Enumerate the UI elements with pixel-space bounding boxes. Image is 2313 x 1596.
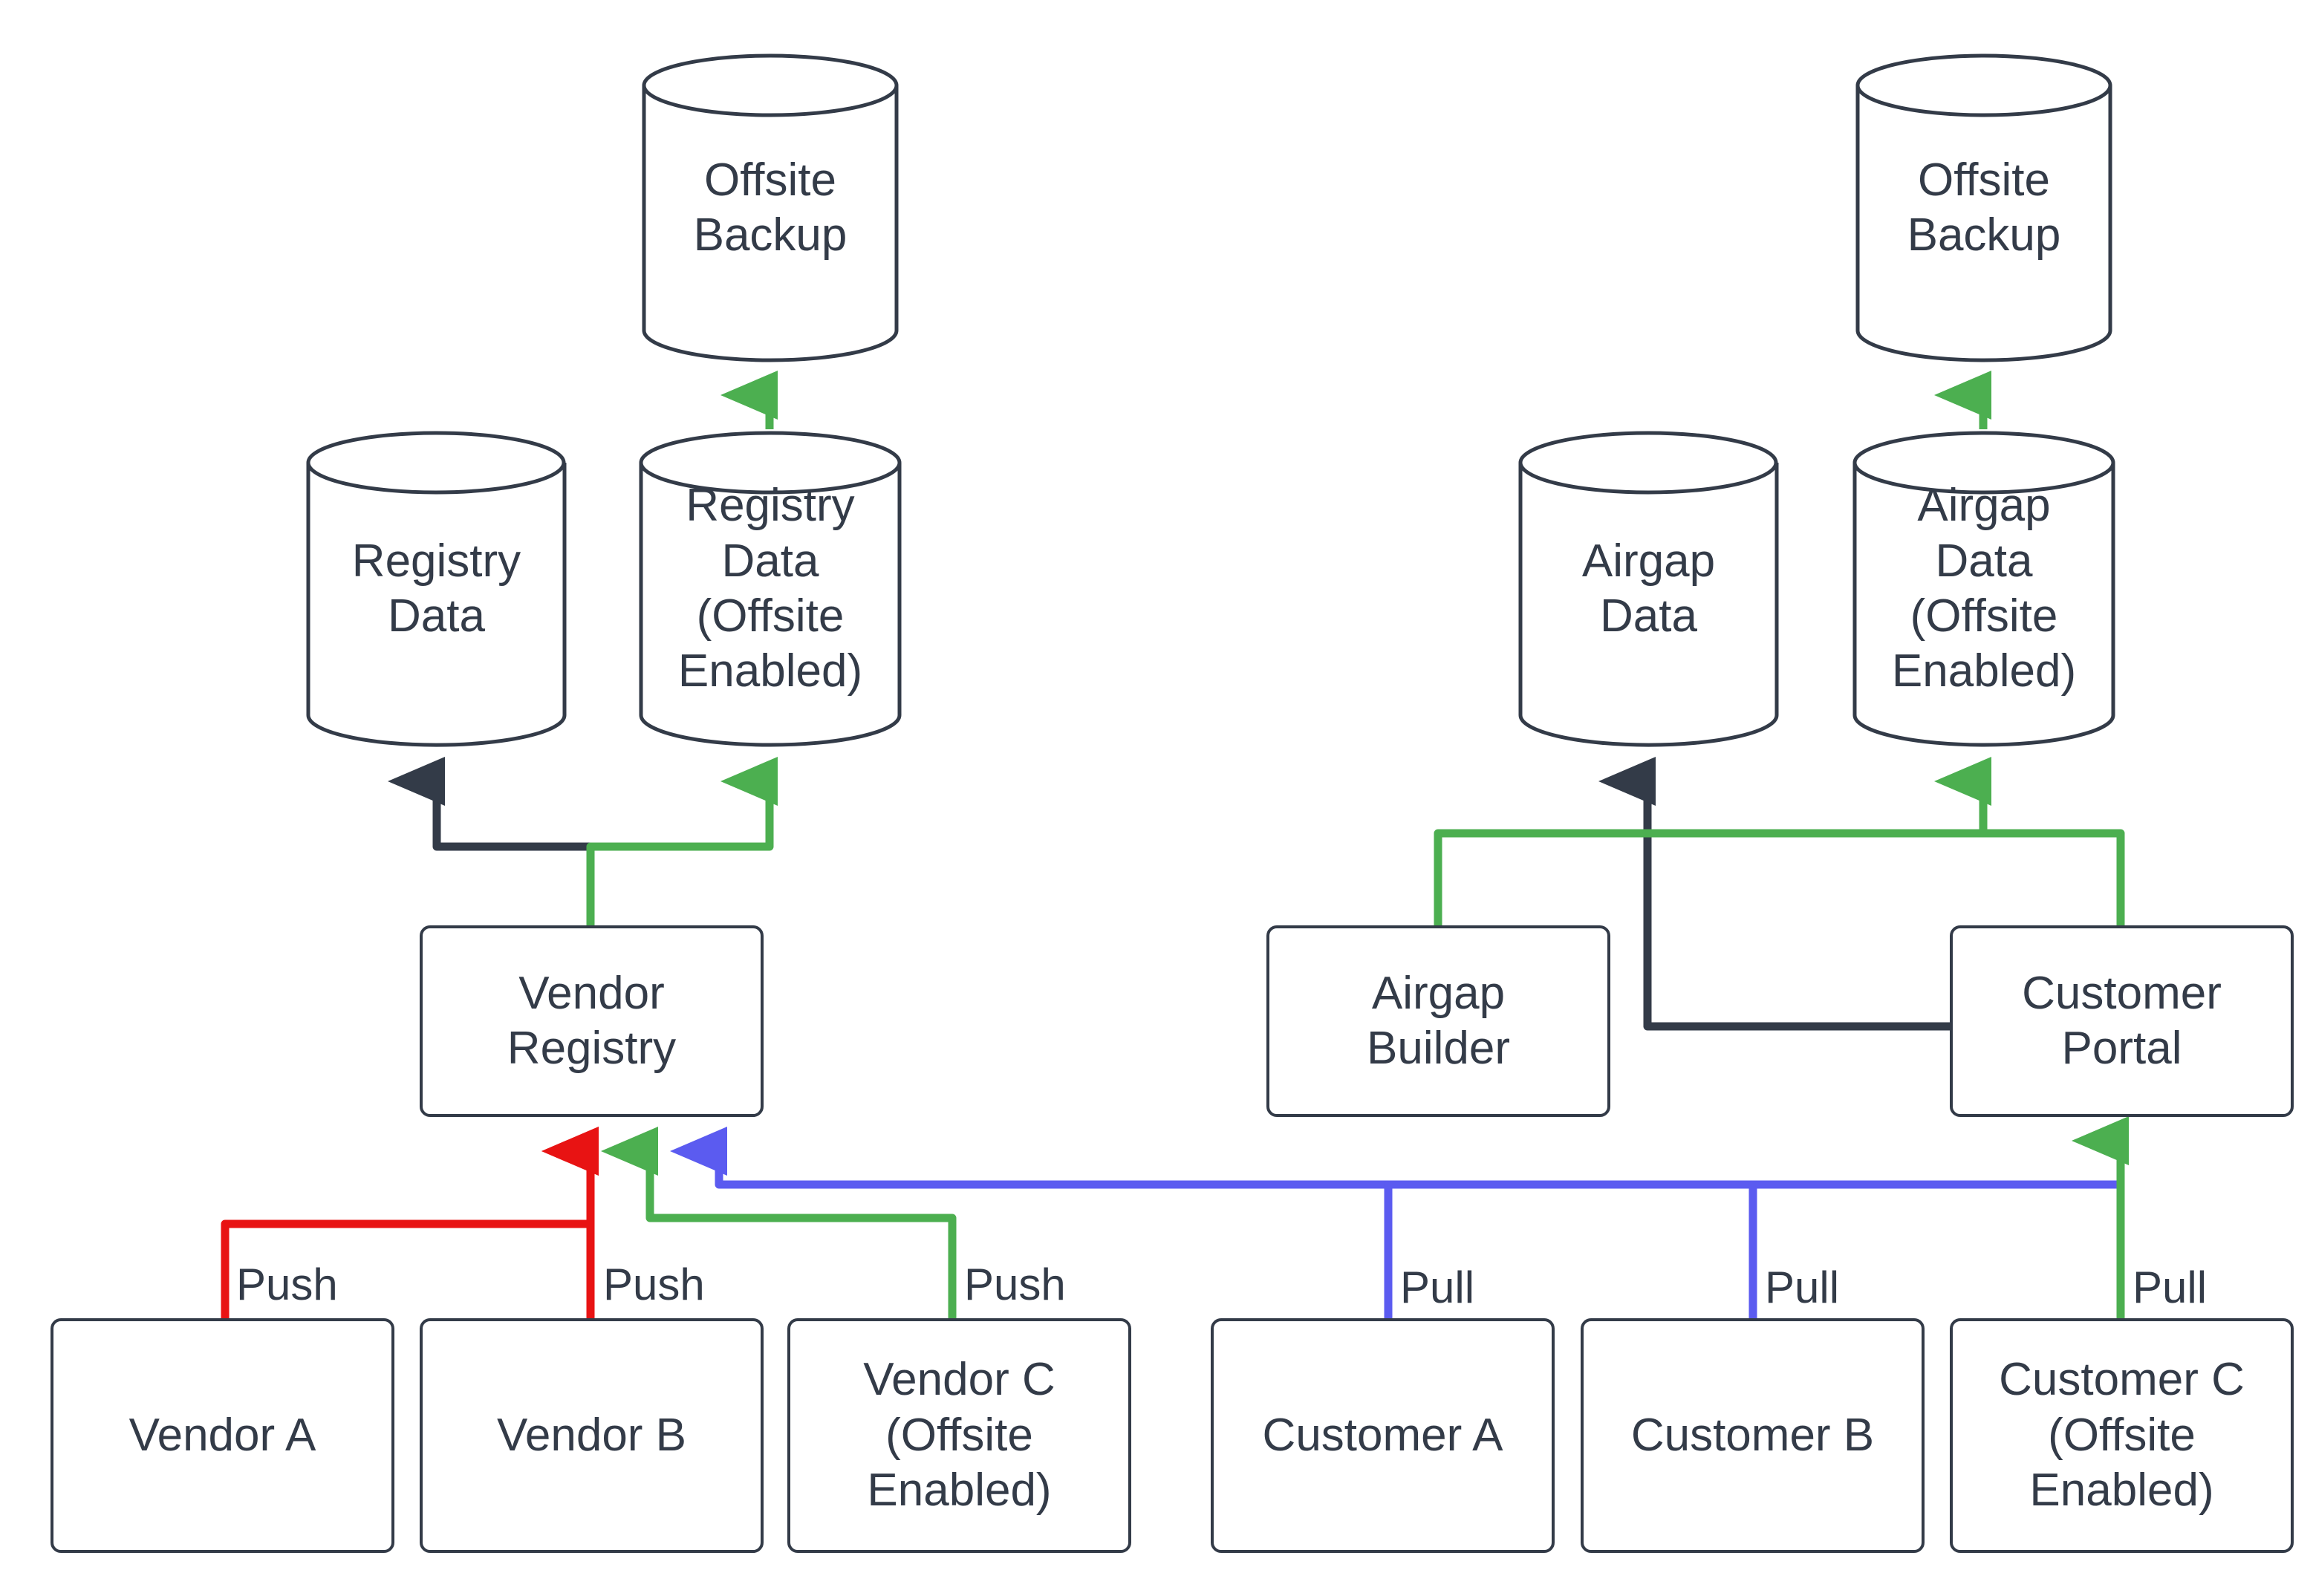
node-offsite-backup-left[interactable]: Offsite Backup	[640, 52, 900, 364]
cylinder-shape	[639, 431, 902, 747]
edge-vendorregistry-to-registrydata	[388, 757, 595, 930]
node-label: Customer C (Offsite Enabled)	[1999, 1354, 2245, 1517]
edge-label-pull-b: Pull	[1760, 1266, 1844, 1310]
edge-label-push-b: Push	[599, 1263, 709, 1307]
node-customer-b[interactable]: Customer B	[1581, 1318, 1925, 1553]
edge-customerportal-to-airgapdata	[1598, 757, 1954, 1031]
node-label: Airgap Data (Offsite Enabled)	[1891, 480, 2077, 697]
edge-label-push-a: Push	[232, 1263, 342, 1307]
node-customer-a[interactable]: Customer A	[1211, 1318, 1555, 1553]
node-label: Vendor A	[128, 1409, 316, 1461]
node-customer-c[interactable]: Customer C (Offsite Enabled)	[1950, 1318, 2294, 1553]
cylinder-shape	[642, 53, 899, 362]
node-registry-data-offsite[interactable]: Registry Data (Offsite Enabled)	[637, 429, 903, 749]
node-label: Vendor C (Offsite Enabled)	[863, 1354, 1055, 1517]
node-customer-portal[interactable]: Customer Portal	[1950, 925, 2294, 1117]
edge-label-pull-c: Pull	[2128, 1266, 2212, 1310]
cylinder-shape	[1518, 431, 1779, 747]
node-offsite-backup-right[interactable]: Offsite Backup	[1854, 52, 2114, 364]
node-vendor-a[interactable]: Vendor A	[51, 1318, 394, 1553]
edge-airgapbuilder-to-airgapdataoffsite	[1434, 757, 1991, 930]
node-label: Airgap Data	[1581, 535, 1716, 642]
node-label: Registry Data (Offsite Enabled)	[677, 480, 863, 697]
node-registry-data[interactable]: Registry Data	[305, 429, 568, 749]
node-airgap-data-offsite[interactable]: Airgap Data (Offsite Enabled)	[1851, 429, 2117, 749]
cylinder-shape	[1855, 53, 2112, 362]
cylinder-shape	[1852, 431, 2115, 747]
node-airgap-builder[interactable]: Airgap Builder	[1266, 925, 1610, 1117]
node-label: Customer B	[1630, 1409, 1875, 1461]
cylinder-shape	[306, 431, 567, 747]
edge-vendorregistry-to-registrydataoffsite	[586, 757, 778, 930]
node-label: Airgap Builder	[1367, 967, 1510, 1074]
edge-label-pull-a: Pull	[1396, 1266, 1480, 1310]
node-airgap-data[interactable]: Airgap Data	[1517, 429, 1780, 749]
node-label: Vendor Registry	[507, 967, 677, 1074]
edge-customerportal-to-greenbus	[1979, 829, 2125, 930]
node-label: Customer A	[1262, 1409, 1503, 1461]
node-label: Offsite Backup	[693, 154, 848, 261]
node-label: Vendor B	[496, 1409, 687, 1461]
edge-label-push-c: Push	[960, 1263, 1070, 1307]
node-vendor-b[interactable]: Vendor B	[420, 1318, 764, 1553]
node-label: Offsite Backup	[1907, 154, 2061, 261]
node-vendor-registry[interactable]: Vendor Registry	[420, 925, 764, 1117]
node-label: Customer Portal	[2022, 967, 2222, 1074]
node-label: Registry Data	[351, 535, 521, 642]
node-vendor-c[interactable]: Vendor C (Offsite Enabled)	[787, 1318, 1131, 1553]
